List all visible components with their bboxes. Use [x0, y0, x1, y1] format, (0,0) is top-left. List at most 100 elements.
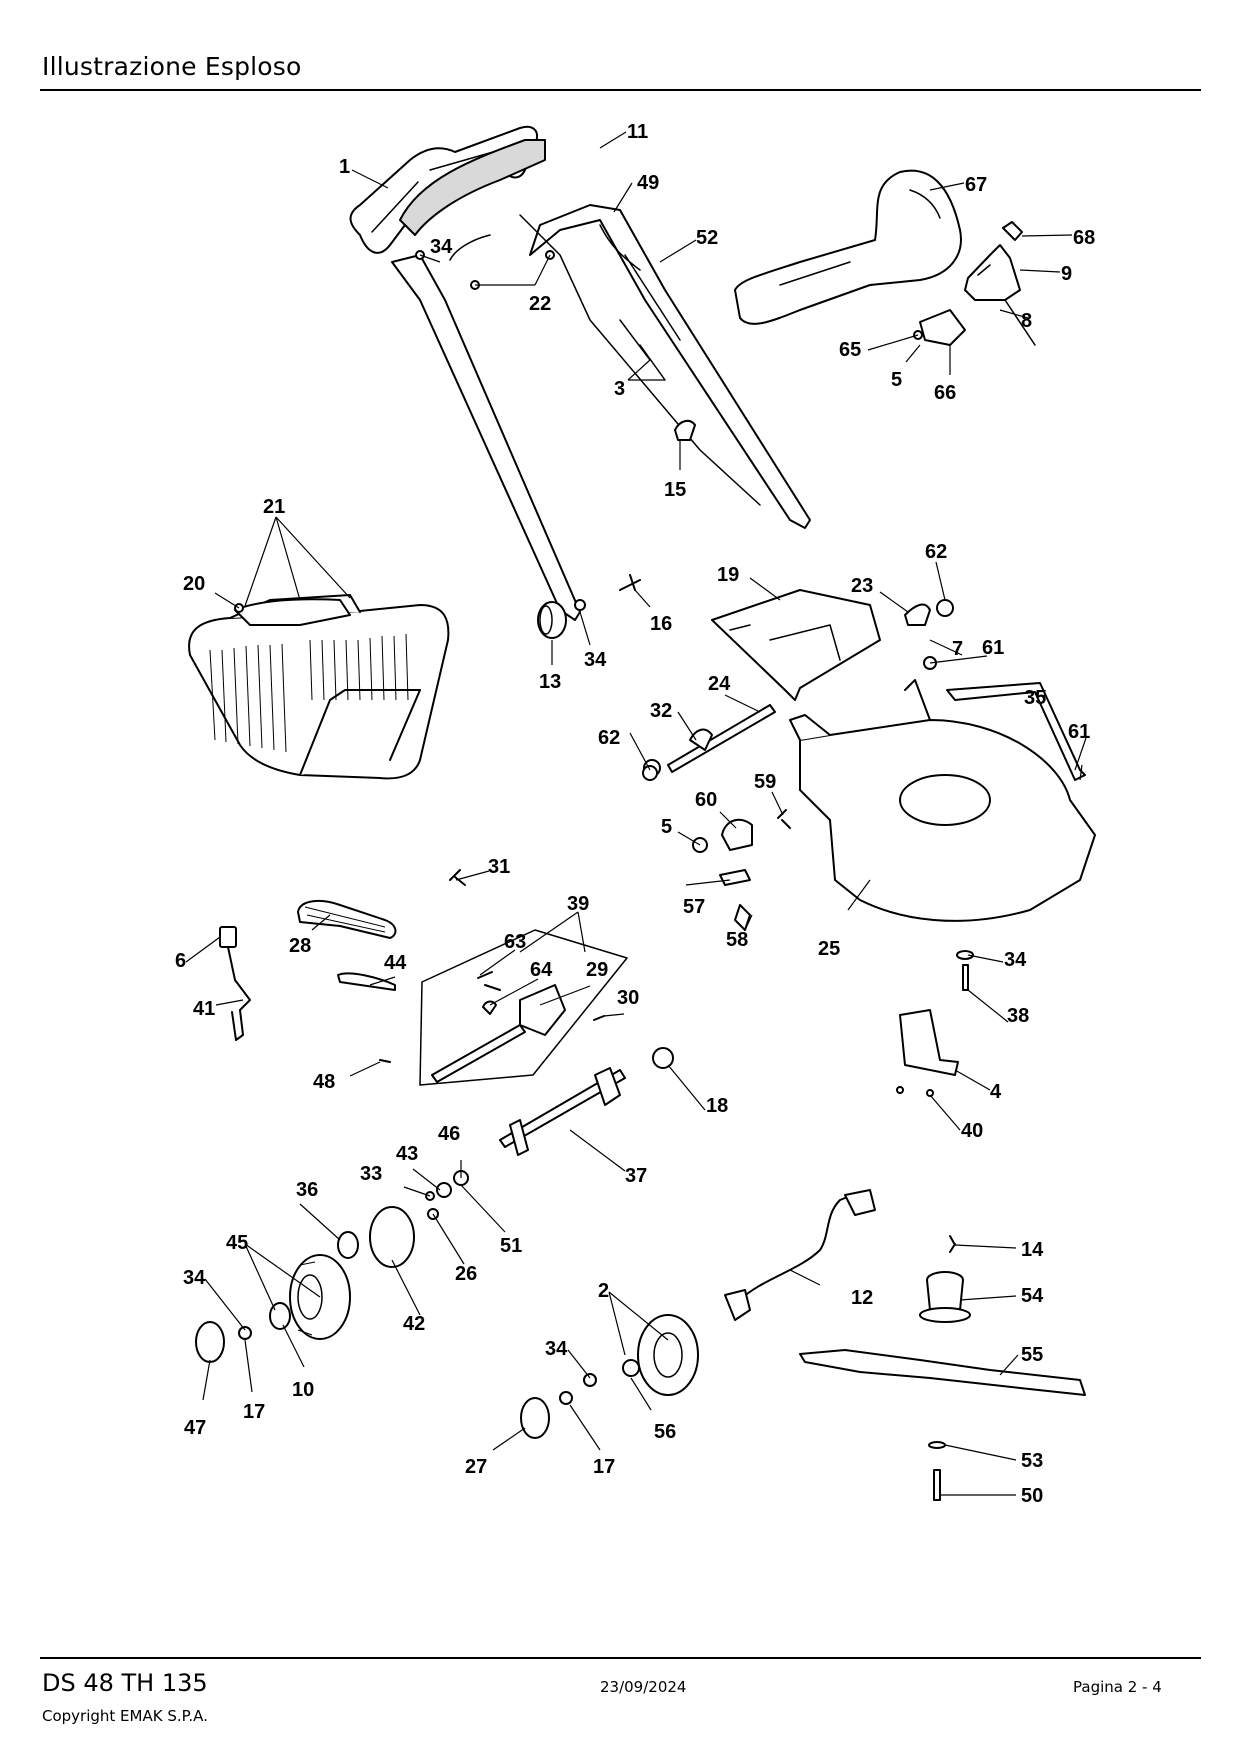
callout-15: 15	[664, 479, 686, 501]
callout-36: 36	[296, 1179, 318, 1201]
leader-lines	[185, 131, 1087, 1496]
pin-48	[379, 1059, 391, 1063]
throttle-lever	[964, 221, 1036, 346]
callout-67: 67	[965, 174, 987, 196]
callout-25: 25	[818, 938, 840, 960]
screw-40a	[896, 1086, 904, 1094]
blade	[799, 1349, 1086, 1396]
pinion-gear	[337, 1231, 359, 1259]
callout-17: 17	[243, 1401, 265, 1423]
washer-34-right	[956, 950, 974, 960]
callout-13: 13	[539, 671, 561, 693]
callout-32: 32	[650, 700, 672, 722]
callout-34d: 34	[183, 1267, 206, 1289]
callout-68: 68	[1073, 227, 1095, 249]
callout-21: 21	[263, 496, 285, 518]
cable-clips-3	[619, 319, 666, 381]
callout-51: 51	[500, 1235, 522, 1257]
callout-62: 62	[925, 541, 947, 563]
mulching-plug	[899, 1009, 959, 1076]
callout-12: 12	[851, 1287, 873, 1309]
callout-3: 3	[614, 378, 625, 400]
callout-14: 14	[1021, 1239, 1044, 1261]
drive-cable	[724, 1189, 876, 1321]
callout-49: 49	[637, 172, 659, 194]
tension-spring	[337, 972, 396, 991]
rear-axle	[667, 704, 776, 773]
callout-19: 19	[717, 564, 739, 586]
callout-66: 66	[934, 382, 956, 404]
pinion	[652, 1047, 674, 1069]
bolt	[619, 574, 641, 591]
spacer-62b	[642, 765, 658, 781]
front-wheel	[637, 1314, 699, 1396]
gearbox	[431, 984, 566, 1083]
callout-31: 31	[488, 856, 510, 878]
washer-34	[583, 1373, 597, 1387]
callout-64: 64	[530, 959, 553, 981]
grass-catcher	[188, 594, 450, 780]
handle-knob	[537, 601, 567, 639]
nut-17-left	[238, 1326, 252, 1340]
callout-55: 55	[1021, 1344, 1043, 1366]
callout-33: 33	[360, 1163, 382, 1185]
callout-28: 28	[289, 935, 311, 957]
split-pin	[593, 1015, 605, 1021]
print-date: 23/09/2024	[600, 1678, 687, 1696]
engine-cover	[734, 169, 962, 325]
callout-63: 63	[504, 931, 526, 953]
callout-47: 47	[184, 1417, 206, 1439]
callout-17b: 17	[593, 1456, 615, 1478]
callout-53: 53	[1021, 1450, 1043, 1472]
callout-34b: 34	[584, 649, 607, 671]
callout-61b: 61	[1068, 721, 1090, 743]
callout-61: 61	[982, 637, 1004, 659]
callout-2: 2	[598, 1280, 609, 1302]
callout-5: 5	[891, 369, 902, 391]
callout-24: 24	[708, 673, 731, 695]
callout-35: 35	[1024, 687, 1046, 709]
callout-60: 60	[695, 789, 717, 811]
washer-46	[436, 1182, 452, 1198]
washer-53	[928, 1441, 946, 1449]
nut-17-right	[559, 1391, 573, 1405]
rear-flap	[711, 589, 881, 701]
callout-58: 58	[726, 929, 748, 951]
blade-adapter	[919, 1271, 971, 1323]
throttle-bracket	[913, 309, 966, 346]
callout-50: 50	[1021, 1485, 1043, 1507]
callout-23: 23	[851, 575, 873, 597]
callout-65: 65	[839, 339, 861, 361]
handle-grip-foam	[399, 139, 546, 236]
drive-lever	[219, 926, 251, 1041]
washer	[574, 599, 586, 611]
callout-9: 9	[1061, 263, 1072, 285]
page-number: Pagina 2 - 4	[1073, 1678, 1162, 1696]
pins	[477, 971, 501, 991]
height-adjuster	[692, 818, 753, 931]
hubcap-left	[195, 1321, 225, 1363]
spring	[904, 603, 931, 626]
callout-56: 56	[654, 1421, 676, 1443]
callout-43: 43	[396, 1143, 418, 1165]
callout-45: 45	[226, 1232, 248, 1254]
callout-39: 39	[567, 893, 589, 915]
page-title: Illustrazione Esploso	[42, 52, 302, 81]
footer-divider	[40, 1657, 1201, 1659]
spring-31	[449, 869, 466, 886]
copyright: Copyright EMAK S.P.A.	[42, 1707, 208, 1725]
callout-16: 16	[650, 613, 672, 635]
callout-46: 46	[438, 1123, 460, 1145]
handle-lower	[391, 204, 811, 621]
callout-5b: 5	[661, 816, 672, 838]
callout-52: 52	[696, 227, 718, 249]
callout-59: 59	[754, 771, 776, 793]
callout-26: 26	[455, 1263, 477, 1285]
callout-4: 4	[990, 1081, 1002, 1103]
gear-wheel	[369, 1206, 415, 1268]
mower-deck	[789, 679, 1096, 922]
blade-bolt	[933, 1469, 941, 1501]
key-14	[949, 1235, 956, 1253]
screw-38	[962, 964, 969, 991]
